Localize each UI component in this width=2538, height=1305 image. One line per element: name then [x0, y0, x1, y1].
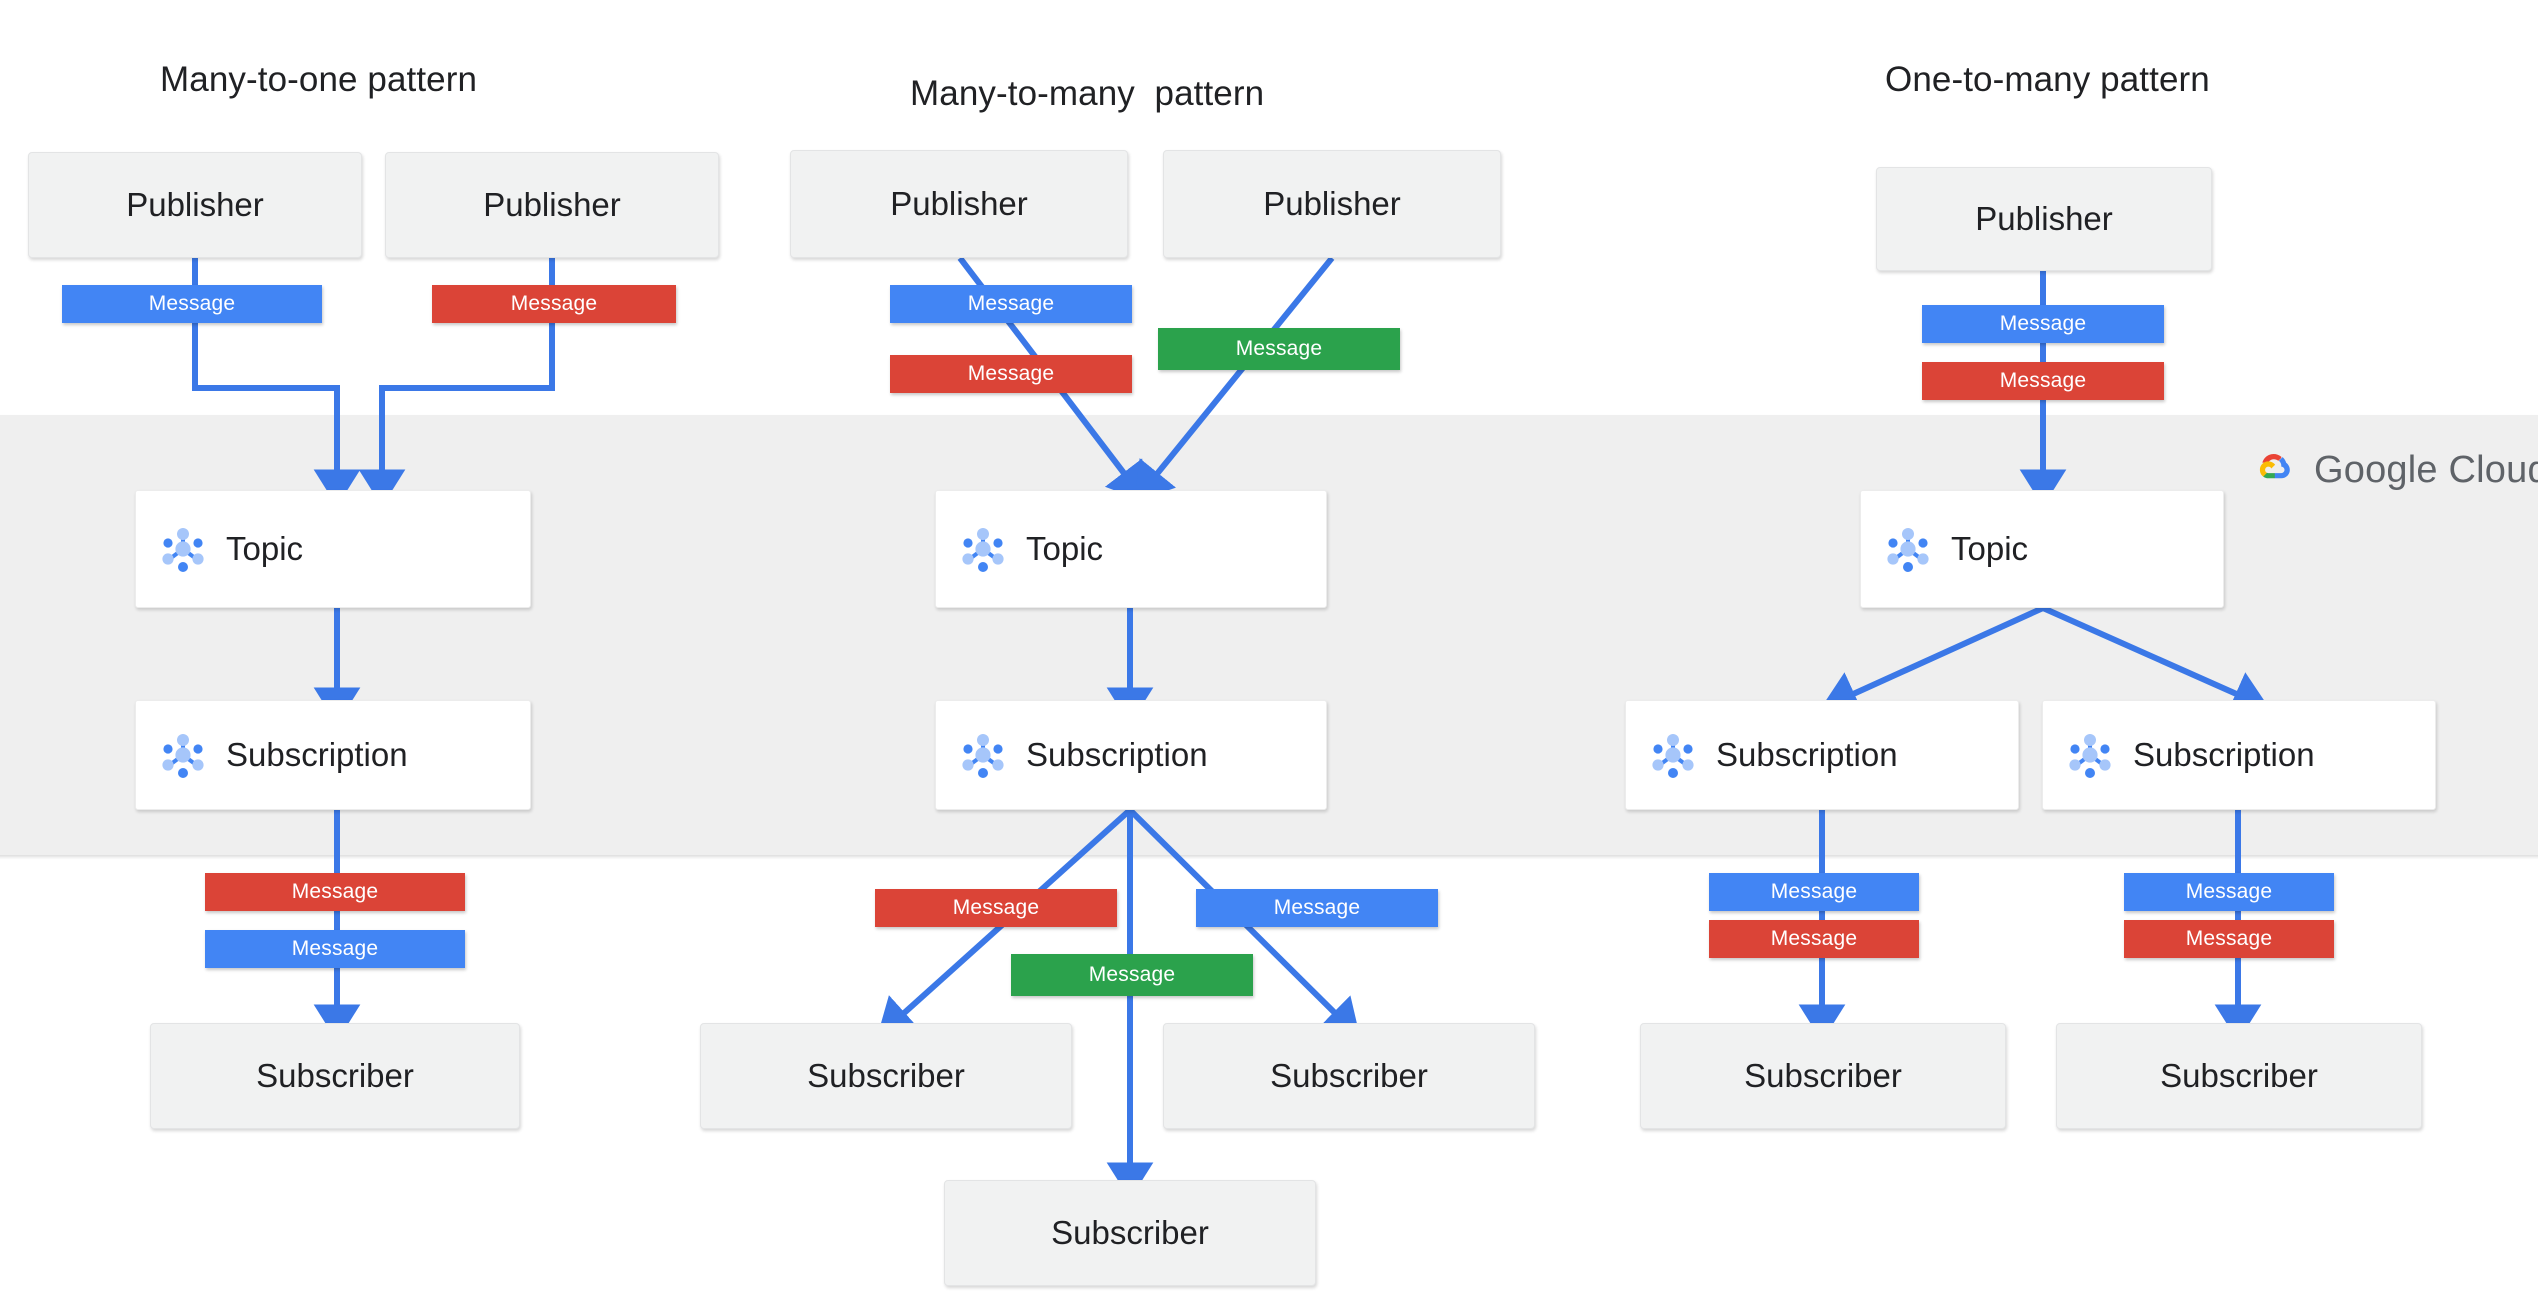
- pubsub-hub-icon: [958, 730, 1008, 780]
- message-chip[interactable]: Message: [1158, 328, 1400, 370]
- publisher-label: Publisher: [1975, 200, 2113, 237]
- pubsub-hub-icon: [1883, 524, 1933, 574]
- title-many-to-many: Many-to-many pattern: [910, 74, 1265, 113]
- message-chip[interactable]: Message: [875, 889, 1117, 927]
- message-label: Message: [2185, 880, 2273, 903]
- topic-label: Topic: [1026, 530, 1104, 567]
- message-chip[interactable]: Message: [1922, 362, 2164, 400]
- message-chip[interactable]: Message: [1922, 305, 2164, 343]
- pubsub-hub-icon: [958, 524, 1008, 574]
- publisher-box[interactable]: Publisher: [385, 152, 719, 258]
- topic-box[interactable]: Topic: [935, 490, 1327, 608]
- pubsub-hub-icon: [1648, 730, 1698, 780]
- subscription-box[interactable]: Subscription: [1625, 700, 2019, 810]
- subscriber-label: Subscriber: [1051, 1214, 1209, 1251]
- google-cloud-wordmark: Google Cloud: [2314, 449, 2538, 491]
- google-cloud-logo: Google Cloud: [2248, 447, 2538, 494]
- google-cloud-cloud-icon: [2248, 447, 2300, 494]
- subscription-label: Subscription: [226, 736, 408, 773]
- message-chip[interactable]: Message: [1709, 873, 1919, 911]
- message-label: Message: [2185, 927, 2273, 950]
- message-chip[interactable]: Message: [432, 285, 676, 323]
- subscription-box[interactable]: Subscription: [135, 700, 531, 810]
- subscriber-box[interactable]: Subscriber: [2056, 1023, 2422, 1129]
- subscriber-label: Subscriber: [2160, 1057, 2318, 1094]
- message-chip[interactable]: Message: [1196, 889, 1438, 927]
- subscription-label: Subscription: [2133, 736, 2315, 773]
- message-label: Message: [148, 292, 236, 315]
- subscriber-box[interactable]: Subscriber: [1640, 1023, 2006, 1129]
- message-label: Message: [1770, 880, 1858, 903]
- message-chip[interactable]: Message: [2124, 873, 2334, 911]
- publisher-box[interactable]: Publisher: [1876, 167, 2212, 271]
- subscription-label: Subscription: [1716, 736, 1898, 773]
- pubsub-hub-icon: [2065, 730, 2115, 780]
- subscription-box[interactable]: Subscription: [2042, 700, 2436, 810]
- publisher-label: Publisher: [483, 186, 621, 223]
- title-many-to-one: Many-to-one pattern: [160, 60, 478, 99]
- publisher-box[interactable]: Publisher: [1163, 150, 1501, 258]
- subscriber-label: Subscriber: [807, 1057, 965, 1094]
- message-label: Message: [1999, 369, 2087, 392]
- subscriber-label: Subscriber: [256, 1057, 414, 1094]
- message-chip[interactable]: Message: [1709, 920, 1919, 958]
- message-label: Message: [291, 937, 379, 960]
- message-chip[interactable]: Message: [62, 285, 322, 323]
- message-label: Message: [1770, 927, 1858, 950]
- publisher-label: Publisher: [126, 186, 264, 223]
- message-label: Message: [510, 292, 598, 315]
- topic-box[interactable]: Topic: [1860, 490, 2224, 608]
- publisher-box[interactable]: Publisher: [28, 152, 362, 258]
- message-label: Message: [1273, 896, 1361, 919]
- subscriber-box[interactable]: Subscriber: [150, 1023, 520, 1129]
- message-chip[interactable]: Message: [205, 873, 465, 911]
- topic-box[interactable]: Topic: [135, 490, 531, 608]
- message-label: Message: [1235, 337, 1323, 360]
- message-label: Message: [967, 292, 1055, 315]
- publisher-label: Publisher: [1263, 185, 1401, 222]
- subscriber-box[interactable]: Subscriber: [944, 1180, 1316, 1286]
- message-chip[interactable]: Message: [2124, 920, 2334, 958]
- publisher-label: Publisher: [890, 185, 1028, 222]
- subscriber-box[interactable]: Subscriber: [700, 1023, 1072, 1129]
- topic-label: Topic: [226, 530, 304, 567]
- message-chip[interactable]: Message: [205, 930, 465, 968]
- title-one-to-many: One-to-many pattern: [1885, 60, 2210, 99]
- pubsub-hub-icon: [158, 730, 208, 780]
- subscriber-box[interactable]: Subscriber: [1163, 1023, 1535, 1129]
- message-label: Message: [1999, 312, 2087, 335]
- subscriber-label: Subscriber: [1744, 1057, 1902, 1094]
- message-chip[interactable]: Message: [1011, 954, 1253, 996]
- message-label: Message: [952, 896, 1040, 919]
- subscription-label: Subscription: [1026, 736, 1208, 773]
- message-chip[interactable]: Message: [890, 355, 1132, 393]
- message-chip[interactable]: Message: [890, 285, 1132, 323]
- message-label: Message: [1088, 963, 1176, 986]
- publisher-box[interactable]: Publisher: [790, 150, 1128, 258]
- topic-label: Topic: [1951, 530, 2029, 567]
- message-label: Message: [291, 880, 379, 903]
- subscription-box[interactable]: Subscription: [935, 700, 1327, 810]
- message-label: Message: [967, 362, 1055, 385]
- subscriber-label: Subscriber: [1270, 1057, 1428, 1094]
- pubsub-hub-icon: [158, 524, 208, 574]
